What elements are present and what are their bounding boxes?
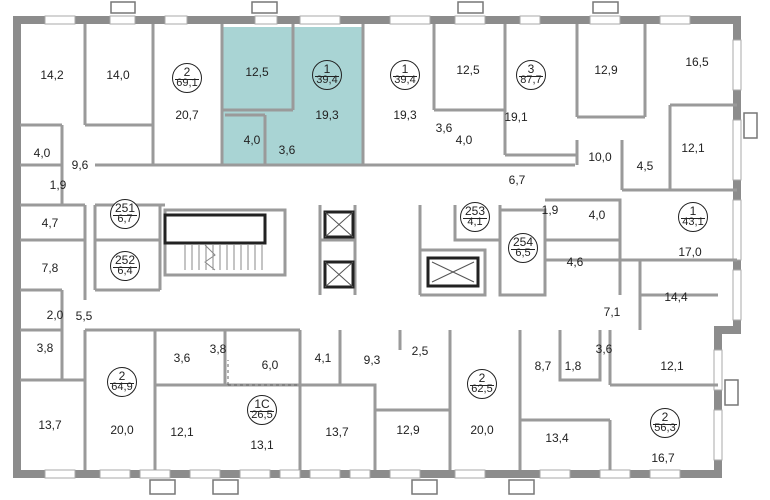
room-area: 13,1: [250, 438, 274, 452]
apartment-rooms: 1: [323, 62, 331, 76]
storage-number: 252: [114, 253, 136, 267]
room-area: 12,1: [170, 425, 194, 439]
room-area: 1,9: [49, 178, 67, 192]
room-area: 20,0: [110, 423, 134, 437]
apartment-rooms: 1С: [254, 397, 270, 411]
room-area: 8,7: [534, 359, 552, 373]
room-area: 12,9: [396, 423, 420, 437]
interior-walls: [20, 24, 737, 470]
room-area: 12,9: [594, 63, 618, 77]
apartment-area: 64,9: [111, 381, 133, 393]
storage-area: 6,5: [515, 247, 531, 259]
apartment-rooms: 1: [401, 62, 409, 76]
elevators: [323, 210, 480, 289]
apartment-area: 87,7: [520, 74, 542, 86]
room-area: 19,1: [504, 110, 528, 124]
storage-area: 6,4: [117, 265, 133, 277]
room-area: 4,6: [566, 255, 584, 269]
room-area: 3,6: [173, 351, 191, 365]
room-area: 6,7: [508, 173, 526, 187]
apartment-area: 56,3: [654, 422, 676, 434]
room-area: 3,6: [595, 342, 613, 356]
room-area: 6,0: [261, 358, 279, 372]
room-area: 4,7: [41, 216, 59, 230]
room-area: 10,0: [588, 150, 612, 164]
room-area: 12,5: [245, 65, 269, 79]
room-area: 2,0: [46, 308, 64, 322]
apartment-rooms: 2: [478, 371, 486, 385]
room-area: 12,1: [660, 359, 684, 373]
room-area: 3,8: [209, 342, 227, 356]
room-area: 4,0: [455, 133, 473, 147]
room-area: 14,2: [40, 68, 64, 82]
room-area: 9,6: [71, 158, 89, 172]
room-area: 19,3: [315, 108, 339, 122]
room-area: 4,1: [314, 351, 332, 365]
room-area: 17,0: [678, 245, 702, 259]
balconies: [110, 1, 758, 495]
apartment-area: 39,4: [316, 74, 338, 86]
room-area: 1,8: [564, 359, 582, 373]
room-area: 7,8: [41, 261, 59, 275]
storage-area: 4,1: [467, 216, 483, 228]
room-area: 4,0: [243, 133, 261, 147]
windows: [44, 15, 742, 479]
room-area: 1,9: [541, 203, 559, 217]
room-area: 20,7: [175, 108, 199, 122]
room-area: 3,6: [435, 121, 453, 135]
room-area: 3,6: [278, 143, 296, 157]
storage-number: 251: [114, 201, 136, 215]
apartment-rooms: 2: [183, 65, 191, 79]
storage-number: 254: [512, 235, 534, 249]
apartment-rooms: 2: [661, 410, 669, 424]
apartment-area: 43,1: [682, 216, 704, 228]
room-area: 2,5: [411, 344, 429, 358]
stairs: [163, 213, 267, 271]
room-area: 14,0: [106, 68, 130, 82]
room-area: 7,1: [603, 305, 621, 319]
room-area: 14,4: [664, 290, 688, 304]
apartment-rooms: 1: [689, 204, 697, 218]
apartment-area: 69,1: [176, 77, 198, 89]
room-area: 4,0: [33, 146, 51, 160]
room-area: 19,3: [393, 108, 417, 122]
room-area: 16,7: [651, 451, 675, 465]
apartment-rooms: 2: [118, 369, 126, 383]
room-area: 16,5: [685, 55, 709, 69]
storage-area: 6,7: [117, 213, 133, 225]
apartment-area: 26,5: [251, 409, 273, 421]
room-area: 5,5: [75, 309, 93, 323]
room-area: 4,0: [588, 208, 606, 222]
room-area: 13,4: [545, 431, 569, 445]
room-area: 12,5: [456, 63, 480, 77]
apartment-area: 39,4: [394, 74, 416, 86]
room-area: 13,7: [38, 418, 62, 432]
room-area: 9,3: [363, 353, 381, 367]
apartment-rooms: 3: [527, 62, 535, 76]
dashed-partition: [227, 360, 298, 386]
room-area: 4,5: [636, 159, 654, 173]
room-area: 3,8: [36, 341, 54, 355]
apartment-area: 62,5: [471, 383, 493, 395]
storage-number: 253: [464, 204, 486, 218]
room-area: 12,1: [681, 141, 705, 155]
outer-wall: [13, 16, 741, 478]
room-area: 20,0: [470, 423, 494, 437]
room-area: 13,7: [325, 425, 349, 439]
